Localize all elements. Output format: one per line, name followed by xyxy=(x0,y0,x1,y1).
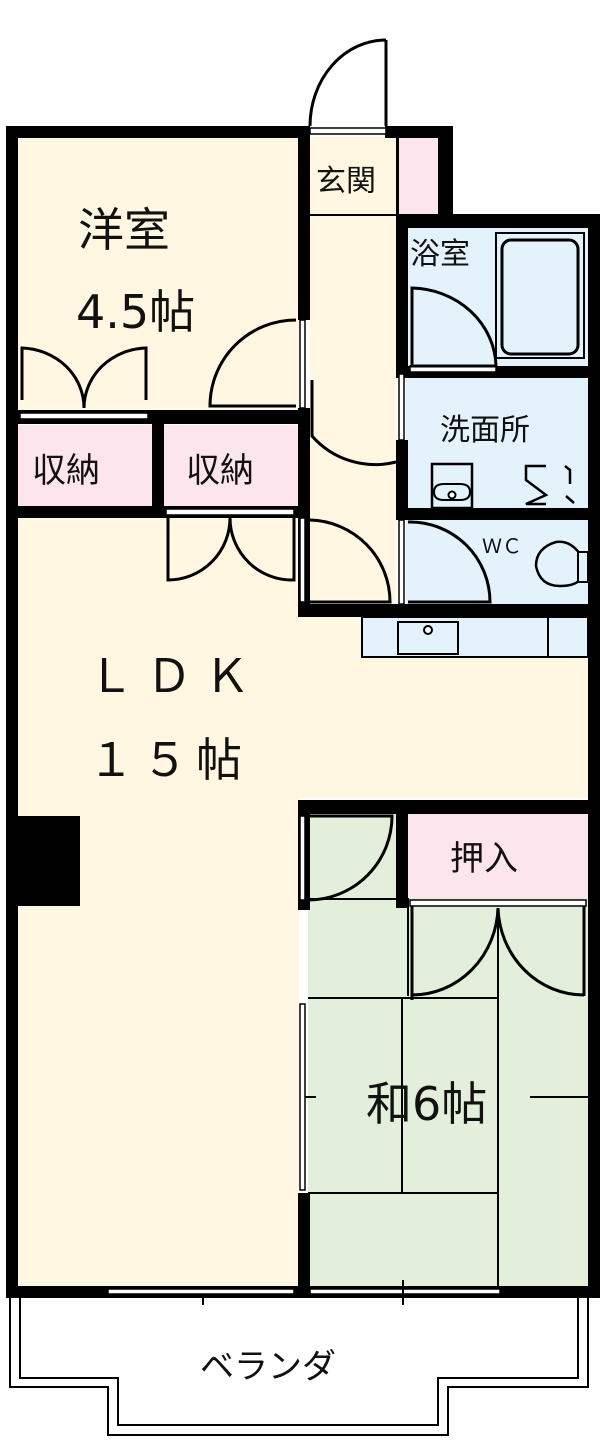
storage-right-floor xyxy=(164,425,298,507)
storage-left-floor xyxy=(16,425,152,507)
kitchen-faucet-icon xyxy=(423,625,433,635)
western-window xyxy=(19,412,149,420)
walls xyxy=(6,126,600,1298)
entrance-floor xyxy=(310,137,396,215)
ldk-balcony-window xyxy=(107,1288,295,1295)
corridor-door-jamb-1 xyxy=(398,373,405,441)
entrance-shoe-cabinet xyxy=(398,137,438,215)
entrance-door-sill xyxy=(309,127,387,135)
oshiire-floor xyxy=(407,812,588,898)
western-room-name: 洋室 xyxy=(78,203,170,257)
storage-right-door-sill xyxy=(165,508,295,516)
oshiire-label: 押入 xyxy=(450,839,518,879)
kitchen-counter xyxy=(361,616,589,658)
oshiire-door-sill xyxy=(409,899,587,907)
entrance-label: 玄関 xyxy=(316,164,376,199)
japanese-door-jamb xyxy=(299,815,306,901)
japanese-balcony-window xyxy=(309,1288,501,1295)
door-swings xyxy=(20,38,586,1000)
western-room-size: 4.5帖 xyxy=(76,285,195,339)
washing-machine-icon xyxy=(524,464,575,506)
corridor-floor xyxy=(310,216,396,606)
wc-door-jamb xyxy=(398,519,405,605)
wc-label: ＷＣ xyxy=(482,534,522,558)
ldk-size: １５帖 xyxy=(88,733,250,787)
washroom-label: 洗面所 xyxy=(440,413,530,448)
western-door-jamb xyxy=(299,319,306,409)
veranda xyxy=(9,1298,589,1436)
tatami-lines xyxy=(300,898,588,1288)
japanese-room-label: 和6帖 xyxy=(366,1077,487,1131)
veranda-label: ベランダ xyxy=(200,1347,336,1387)
toilet-icon xyxy=(534,540,588,588)
western-room-floor xyxy=(16,137,300,412)
bathtub-icon xyxy=(500,238,580,356)
storage-right-label: 収納 xyxy=(186,451,254,491)
ldk-name: ＬＤＫ xyxy=(88,649,262,703)
storage-left-label: 収納 xyxy=(32,451,100,491)
japanese-sliding-jamb xyxy=(299,1003,306,1191)
bath-label: 浴室 xyxy=(410,237,470,272)
corridor-door-jamb-2 xyxy=(299,517,306,603)
